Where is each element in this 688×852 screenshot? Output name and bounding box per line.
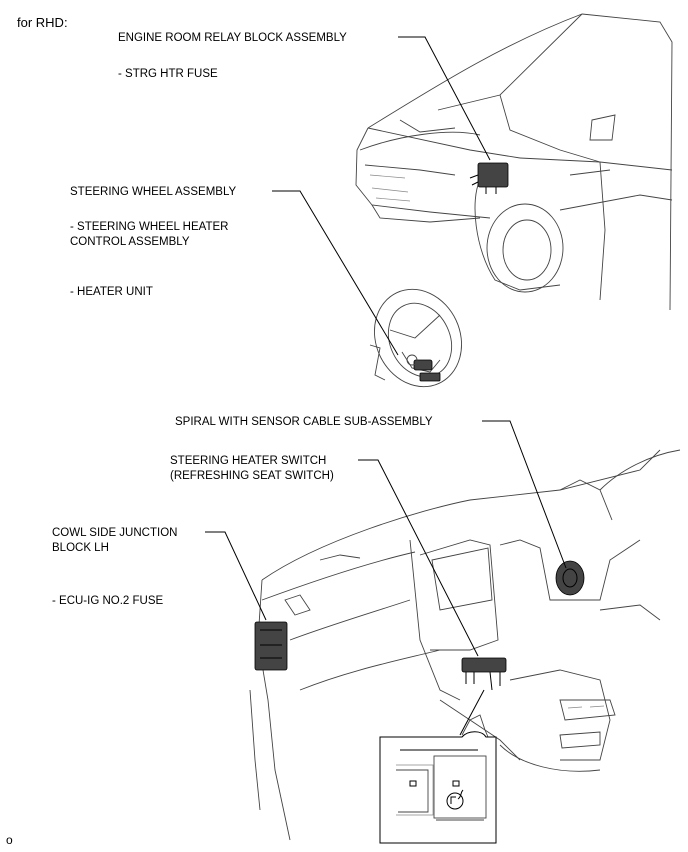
leader-spiral-cable: [482, 420, 567, 569]
leader-steering-wheel: [272, 190, 399, 356]
steering-wheel-assembly-label: STEERING WHEEL ASSEMBLY: [70, 186, 237, 198]
region-label: for RHD:: [17, 15, 68, 30]
heater-control-label-line1: - STEERING WHEEL HEATER: [70, 221, 229, 233]
heater-unit-label: - HEATER UNIT: [70, 286, 153, 298]
leader-lines: [205, 36, 567, 736]
engine-room-relay-label: ENGINE ROOM RELAY BLOCK ASSEMBLY: [118, 32, 347, 44]
strg-htr-fuse-label: - STRG HTR FUSE: [118, 68, 218, 80]
cowl-side-label-line2: BLOCK LH: [52, 542, 109, 554]
heater-switch-label-line1: STEERING HEATER SWITCH: [170, 455, 327, 467]
steering-wheel-drawing: [369, 288, 462, 388]
leader-cowl-side: [205, 531, 267, 621]
cowl-side-label-line1: COWL SIDE JUNCTION: [52, 527, 178, 539]
heater-switch-label-line2: (REFRESHING SEAT SWITCH): [170, 470, 334, 482]
spiral-cable-label: SPIRAL WITH SENSOR CABLE SUB-ASSEMBLY: [175, 416, 433, 428]
page-mark: o: [6, 833, 13, 847]
ecu-ig-fuse-label: - ECU-IG NO.2 FUSE: [52, 595, 164, 607]
vehicle-exterior-drawing: [355, 13, 673, 311]
leader-engine-room-relay: [398, 36, 491, 161]
heater-control-label-line2: CONTROL ASSEMBLY: [70, 236, 190, 248]
leader-switch-inset: [459, 689, 485, 736]
leader-heater-switch: [358, 459, 479, 657]
switch-detail-inset: [379, 714, 497, 844]
dashboard-drawing: [249, 449, 681, 841]
